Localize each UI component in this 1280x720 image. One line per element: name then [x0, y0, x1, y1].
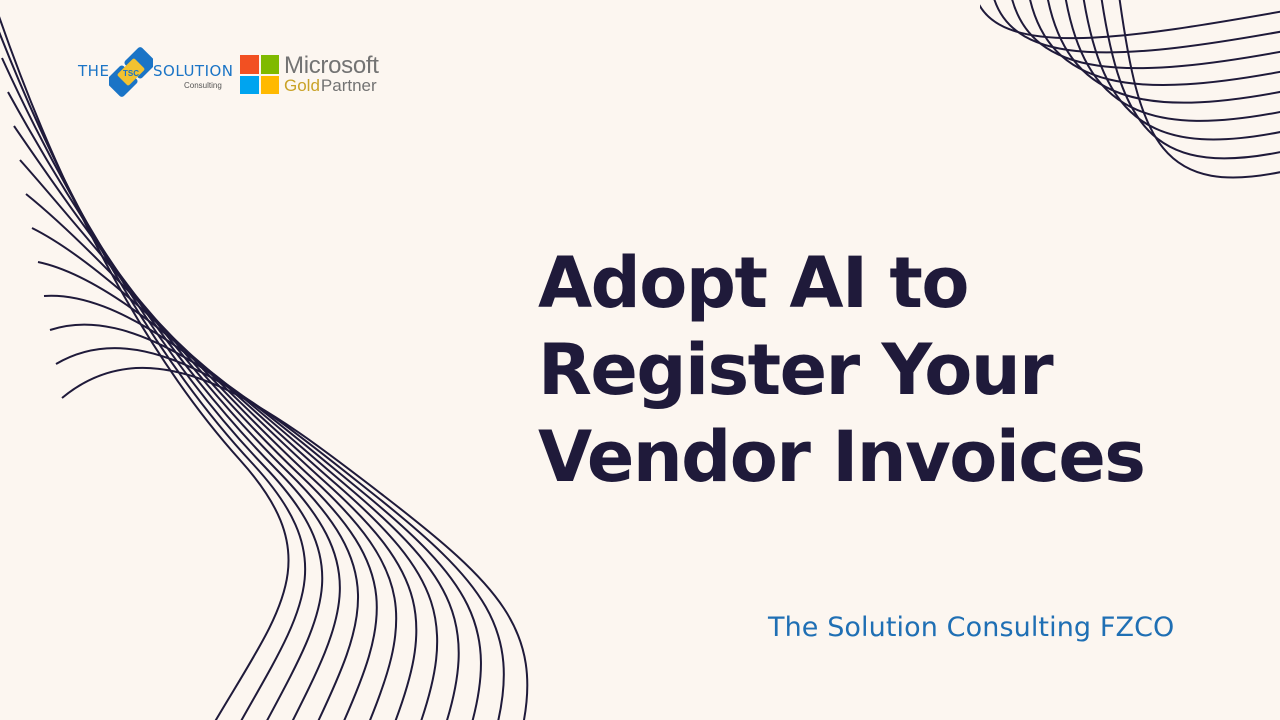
wave-line — [1011, 0, 1280, 70]
microsoft-wordmark: Microsoft — [284, 52, 379, 79]
microsoft-windows-icon — [240, 55, 279, 94]
wave-line — [7, 91, 341, 720]
microsoft-square-green — [260, 55, 279, 74]
wave-line — [1, 57, 324, 720]
wave-line — [1029, 0, 1280, 87]
wave-line — [0, 16, 290, 720]
wave-line — [31, 227, 418, 720]
decorative-wave-lines-left — [0, 16, 529, 720]
decorative-wave-lines-right — [980, 0, 1280, 179]
wave-line — [37, 261, 439, 720]
microsoft-square-yellow — [260, 75, 279, 94]
wave-line — [43, 294, 460, 720]
partner-tier-gold: Gold — [284, 76, 320, 95]
wave-line — [25, 193, 398, 720]
headline-line-2: Register Your — [538, 329, 1054, 411]
company-emblem-icon: TSC — [109, 47, 153, 97]
wave-line — [1118, 0, 1280, 179]
company-logo: THE TSC SOLUTION Consulting — [78, 42, 233, 102]
headline-line-1: Adopt AI to — [538, 242, 969, 324]
headline: Adopt AI to Register Your Vendor Invoice… — [538, 240, 1158, 501]
company-emblem-text: TSC — [123, 69, 139, 78]
company-logo-the: THE — [78, 62, 110, 80]
wave-line — [61, 366, 529, 720]
wave-line — [1047, 0, 1280, 104]
microsoft-square-red — [240, 55, 259, 74]
wave-line — [1082, 0, 1280, 141]
company-name: The Solution Consulting FZCO — [768, 612, 1175, 643]
wave-line — [993, 0, 1280, 54]
microsoft-square-blue — [240, 75, 259, 94]
microsoft-gold-partner-logo: Microsoft GoldPartner — [240, 52, 400, 96]
headline-line-3: Vendor Invoices — [538, 416, 1146, 498]
wave-line — [49, 323, 482, 720]
wave-line — [980, 4, 1280, 40]
company-logo-consulting: Consulting — [184, 81, 222, 90]
wave-line — [19, 159, 378, 720]
wave-line — [1100, 0, 1280, 160]
partner-tier: GoldPartner — [284, 76, 377, 96]
company-logo-solution: SOLUTION — [153, 62, 234, 80]
wave-line — [55, 347, 505, 720]
wave-line — [13, 125, 359, 720]
wave-line — [0, 31, 307, 720]
wave-line — [1064, 0, 1280, 122]
partner-tier-partner: Partner — [320, 76, 377, 95]
